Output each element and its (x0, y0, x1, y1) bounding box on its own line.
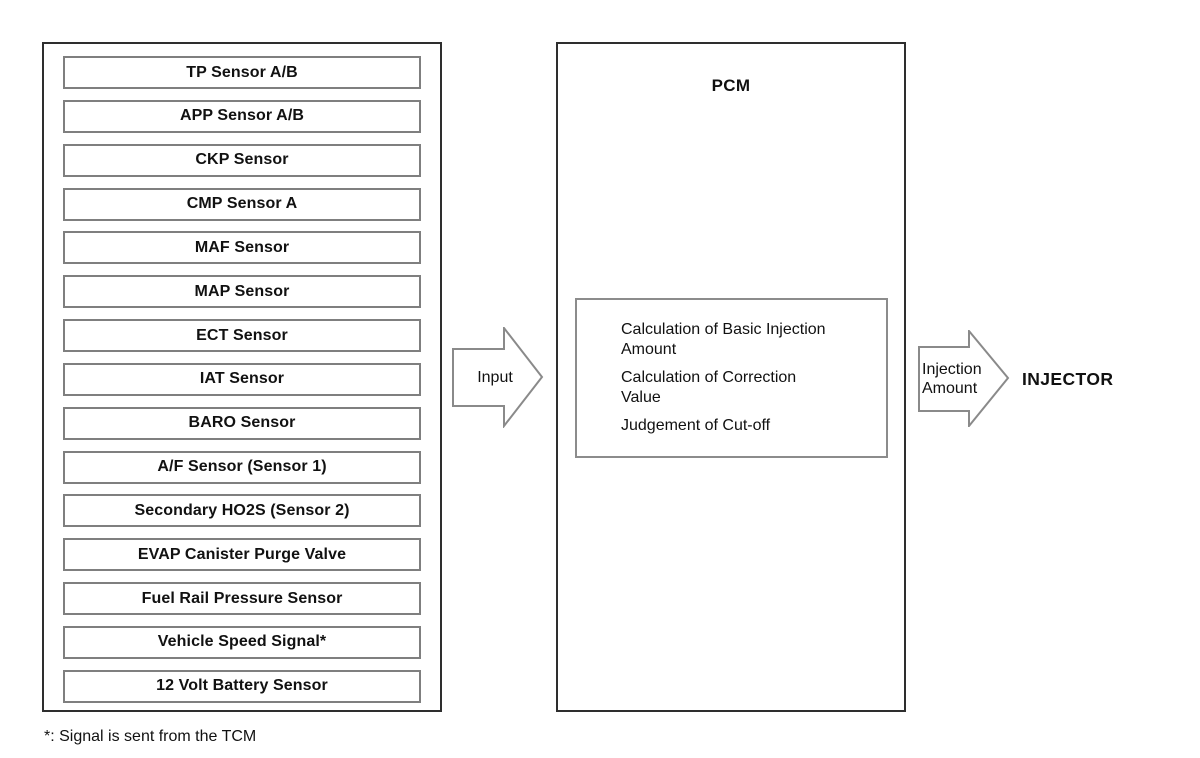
input-arrow-icon: Input (452, 327, 544, 428)
pcm-box: PCM Calculation of Basic Injection Amoun… (556, 42, 906, 712)
sensor-box-ckp: CKP Sensor (63, 143, 421, 177)
sensor-box-ho2s: Secondary HO2S (Sensor 2) (63, 494, 421, 528)
sensor-label: APP Sensor A/B (179, 107, 305, 125)
pcm-function-basic-injection: Calculation of Basic Injection Amount (621, 321, 826, 358)
sensor-label: ECT Sensor (196, 326, 288, 344)
sensor-label: BARO Sensor (188, 414, 296, 432)
sensor-box-evap: EVAP Canister Purge Valve (63, 538, 421, 572)
sensor-input-panel: TP Sensor A/B APP Sensor A/B CKP Sensor … (42, 42, 442, 712)
right-block-arrow-icon (452, 327, 544, 428)
pcm-function-correction-value: Calculation of Correction Value (621, 369, 797, 406)
sensor-box-fuel-rail: Fuel Rail Pressure Sensor (63, 582, 421, 616)
footnote-tcm-signal: *: Signal is sent from the TCM (44, 728, 257, 745)
sensor-box-vss: Vehicle Speed Signal* (63, 625, 421, 659)
sensor-label: MAF Sensor (194, 238, 290, 256)
sensor-label: Fuel Rail Pressure Sensor (141, 589, 343, 607)
sensor-label: EVAP Canister Purge Valve (137, 545, 347, 563)
pcm-function-cutoff-judgement: Judgement of Cut-off (621, 417, 771, 434)
sensor-label: CKP Sensor (195, 151, 289, 169)
sensor-box-baro: BARO Sensor (63, 406, 421, 440)
sensor-label: A/F Sensor (Sensor 1) (157, 458, 327, 476)
sensor-label: Secondary HO2S (Sensor 2) (134, 501, 350, 519)
sensor-box-maf: MAF Sensor (63, 231, 421, 265)
sensor-box-cmp: CMP Sensor A (63, 187, 421, 221)
sensor-box-tp: TP Sensor A/B (63, 56, 421, 89)
sensor-label: CMP Sensor A (186, 195, 298, 213)
sensor-box-battery: 12 Volt Battery Sensor (63, 669, 421, 703)
sensor-label: TP Sensor A/B (186, 63, 298, 81)
sensor-label: MAP Sensor (194, 282, 290, 300)
injection-amount-arrow-icon: Injection Amount (918, 330, 1010, 427)
sensor-box-map: MAP Sensor (63, 275, 421, 309)
sensor-box-app: APP Sensor A/B (63, 99, 421, 133)
sensor-box-iat: IAT Sensor (63, 362, 421, 396)
sensor-label: IAT Sensor (199, 370, 285, 388)
pcm-functions-box: Calculation of Basic Injection Amount Ca… (575, 298, 888, 458)
injector-label: INJECTOR (1022, 369, 1114, 389)
sensor-label: Vehicle Speed Signal* (157, 633, 327, 651)
pcm-title: PCM (711, 76, 751, 95)
right-block-arrow-icon (918, 330, 1010, 427)
sensor-box-af: A/F Sensor (Sensor 1) (63, 450, 421, 484)
sensor-label: 12 Volt Battery Sensor (156, 677, 328, 695)
sensor-box-ect: ECT Sensor (63, 319, 421, 353)
